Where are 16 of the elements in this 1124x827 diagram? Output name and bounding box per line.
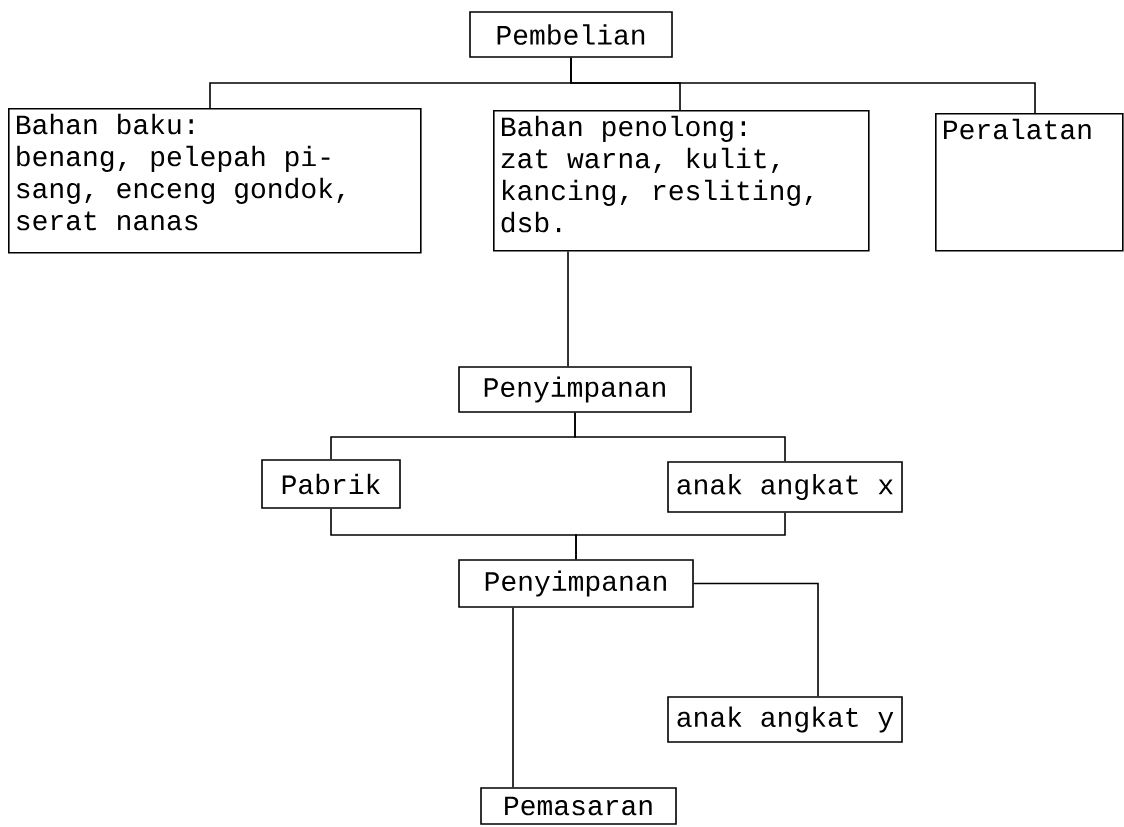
connector-line <box>512 607 514 788</box>
process-box: Penyimpanan <box>458 559 694 608</box>
connector-line <box>575 512 786 560</box>
process-box: anak angkat y <box>667 696 903 743</box>
connector-line <box>693 582 819 697</box>
process-box: Penyimpanan <box>458 366 692 413</box>
connector-line <box>574 412 786 462</box>
text-box: Bahan penolong: zat warna, kulit, kancing, resliting, dsb. <box>493 110 870 252</box>
text-box: Peralatan <box>935 113 1124 252</box>
connector-line <box>567 250 569 367</box>
text-box: Bahan baku: benang, pelepah pi- sang, enceng gondok, serat nanas <box>8 108 422 254</box>
process-box: anak angkat x <box>667 461 903 513</box>
process-box: Pembelian <box>469 11 673 58</box>
process-box: Pemasaran <box>480 787 677 825</box>
connector-line <box>570 57 1036 114</box>
process-box: Pabrik <box>261 459 401 509</box>
